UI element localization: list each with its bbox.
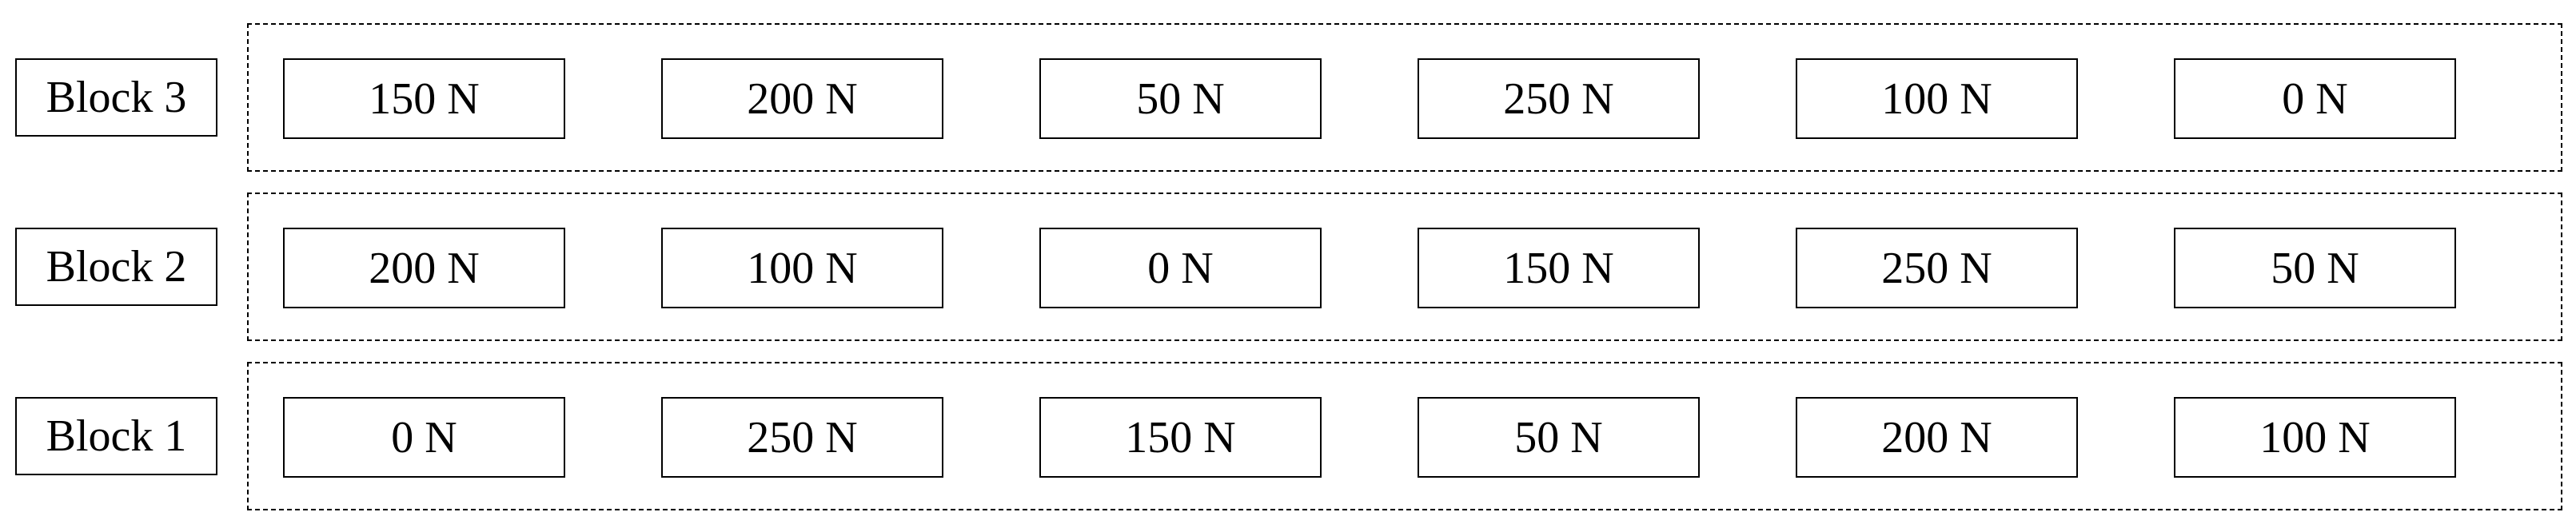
force-box: 250 N: [1796, 228, 2078, 308]
block-label: Block 2: [15, 228, 217, 306]
force-box: 200 N: [661, 58, 943, 139]
block-row-3: Block 3 150 N 200 N 50 N 250 N 100 N 0 N: [0, 23, 2576, 172]
force-box: 150 N: [283, 58, 565, 139]
block-row-2: Block 2 200 N 100 N 0 N 150 N 250 N 50 N: [0, 193, 2576, 341]
force-box: 0 N: [2174, 58, 2456, 139]
force-box: 50 N: [2174, 228, 2456, 308]
force-box: 100 N: [2174, 397, 2456, 478]
force-box: 100 N: [1796, 58, 2078, 139]
block-row-1: Block 1 0 N 250 N 150 N 50 N 200 N 100 N: [0, 362, 2576, 510]
force-box: 0 N: [1039, 228, 1322, 308]
force-box: 150 N: [1418, 228, 1700, 308]
block-label: Block 1: [15, 397, 217, 475]
force-box: 250 N: [661, 397, 943, 478]
block-label: Block 3: [15, 58, 217, 137]
force-group-frame: [247, 362, 2562, 510]
force-box: 100 N: [661, 228, 943, 308]
force-box: 200 N: [1796, 397, 2078, 478]
force-group-frame: [247, 193, 2562, 341]
force-box: 250 N: [1418, 58, 1700, 139]
force-box: 0 N: [283, 397, 565, 478]
force-box: 200 N: [283, 228, 565, 308]
force-box: 50 N: [1418, 397, 1700, 478]
force-group-frame: [247, 23, 2562, 172]
force-box: 50 N: [1039, 58, 1322, 139]
force-box: 150 N: [1039, 397, 1322, 478]
